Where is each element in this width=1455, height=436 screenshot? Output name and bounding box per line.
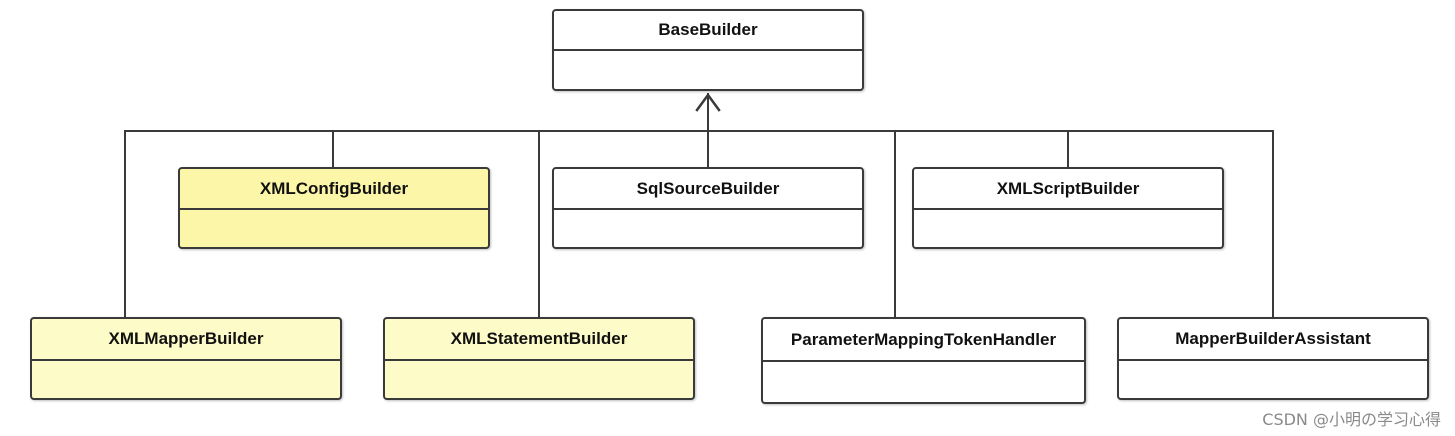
class-name: XMLScriptBuilder — [914, 169, 1222, 210]
class-basebuilder: BaseBuilder — [552, 9, 864, 91]
class-sqlsourcebuilder: SqlSourceBuilder — [552, 167, 864, 249]
class-name: XMLConfigBuilder — [180, 169, 488, 210]
class-xmlstatementbuilder: XMLStatementBuilder — [383, 317, 695, 400]
class-body — [914, 210, 1222, 247]
class-name: BaseBuilder — [554, 11, 862, 51]
class-xmlmapperbuilder: XMLMapperBuilder — [30, 317, 342, 400]
class-xmlscriptbuilder: XMLScriptBuilder — [912, 167, 1224, 249]
class-body — [32, 361, 340, 398]
class-name: ParameterMappingTokenHandler — [763, 319, 1084, 362]
class-name: MapperBuilderAssistant — [1119, 319, 1427, 361]
watermark-text: CSDN @小明の学习心得 — [1262, 410, 1441, 429]
class-body — [385, 361, 693, 398]
class-name: SqlSourceBuilder — [554, 169, 862, 210]
class-name: XMLStatementBuilder — [385, 319, 693, 361]
class-body — [1119, 361, 1427, 398]
class-mapperbuilderassistant: MapperBuilderAssistant — [1117, 317, 1429, 400]
class-xmlconfigbuilder: XMLConfigBuilder — [178, 167, 490, 249]
class-body — [180, 210, 488, 247]
class-name: XMLMapperBuilder — [32, 319, 340, 361]
class-body — [554, 51, 862, 89]
class-body — [554, 210, 862, 247]
inheritance-arrowhead — [695, 92, 721, 112]
class-parametermappingtokenhandler: ParameterMappingTokenHandler — [761, 317, 1086, 404]
class-body — [763, 362, 1084, 402]
